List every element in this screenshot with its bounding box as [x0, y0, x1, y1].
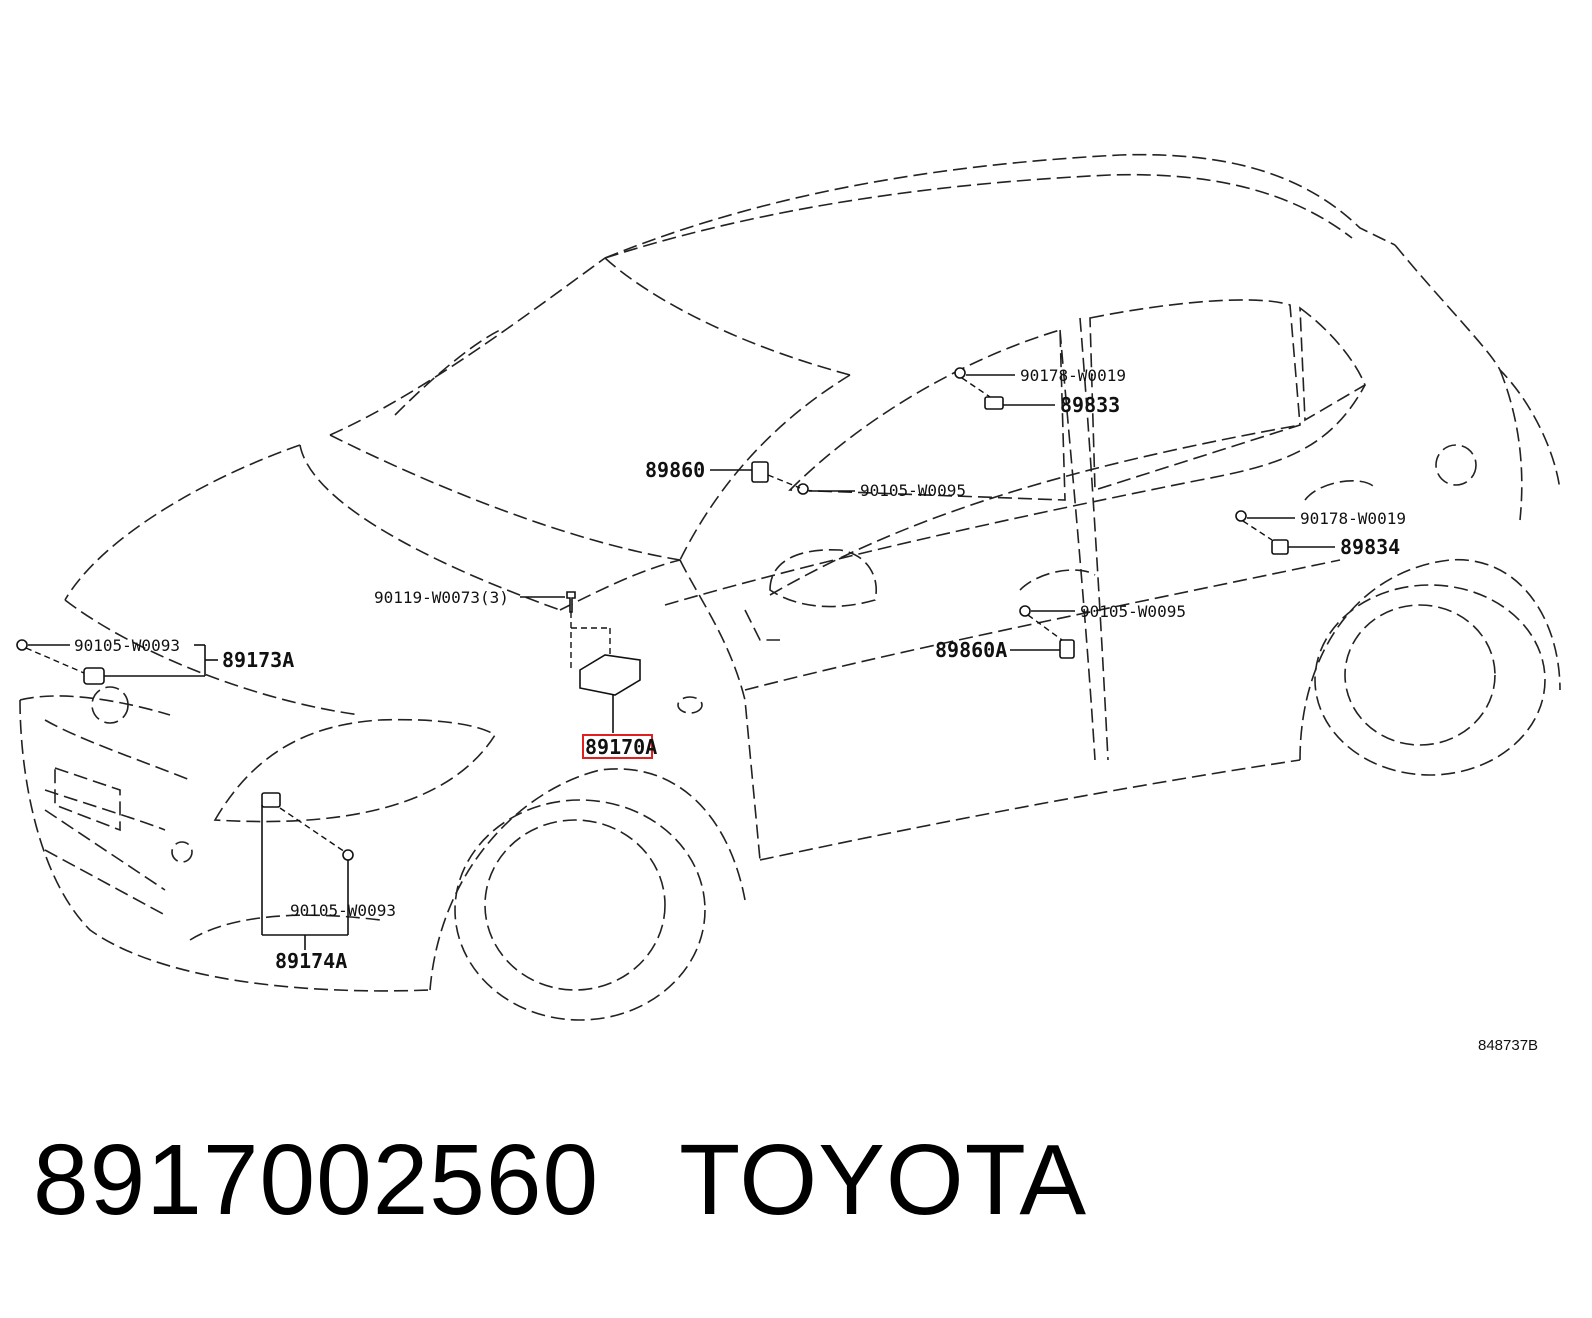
- leader-lines: [25, 374, 1335, 950]
- car-outline: [19, 153, 1561, 1021]
- callout-89833: 89833: [1060, 393, 1120, 417]
- bolt-icon: [1019, 605, 1031, 617]
- callout-90105-w0093-front: 90105-W0093: [74, 636, 180, 655]
- brand-name: TOYOTA: [679, 1124, 1088, 1236]
- bolt-icon: [1235, 510, 1247, 522]
- callout-90105-w0095-upper: 90105-W0095: [860, 481, 966, 500]
- parts: [16, 367, 1289, 861]
- callout-90105-w0093-lower: 90105-W0093: [290, 901, 396, 920]
- sensor-icon: [83, 667, 105, 685]
- sensor-icon: [261, 792, 281, 808]
- reference-code: 848737B: [1478, 1037, 1538, 1054]
- callout-89173a: 89173A: [222, 648, 294, 672]
- parts-diagram: 90178-W0019 89833 89860 90105-W0095 9017…: [16, 153, 1561, 1054]
- callout-labels: 90178-W0019 89833 89860 90105-W0095 9017…: [74, 366, 1406, 973]
- bolt-icon: [16, 639, 28, 651]
- callout-89834: 89834: [1340, 535, 1400, 559]
- callout-89860a: 89860A: [935, 638, 1007, 662]
- callout-90119-w0073: 90119-W0073(3): [374, 588, 509, 607]
- highlight-box: [582, 734, 653, 759]
- callout-89860: 89860: [645, 458, 705, 482]
- sensor-icon: [1271, 539, 1289, 555]
- callout-90178-w0019-lower: 90178-W0019: [1300, 509, 1406, 528]
- bolt-icon: [954, 367, 966, 379]
- sensor-icon: [984, 396, 1004, 410]
- airbag-sensor-icon: [579, 654, 641, 696]
- callout-90178-w0019-upper: 90178-W0019: [1020, 366, 1126, 385]
- bolt-icon: [797, 483, 809, 495]
- sensor-icon: [1059, 639, 1075, 659]
- screw-icon: [566, 591, 576, 613]
- callout-89170a: 89170A: [585, 735, 657, 759]
- sensor-icon: [751, 461, 769, 483]
- bolt-icon: [342, 849, 354, 861]
- part-number: 8917002560: [33, 1124, 600, 1236]
- callout-89174a: 89174A: [275, 949, 347, 973]
- callout-90105-w0095-lower: 90105-W0095: [1080, 602, 1186, 621]
